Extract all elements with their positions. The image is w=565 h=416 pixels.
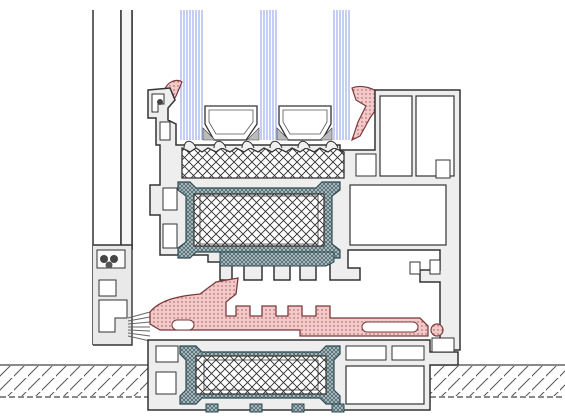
sash-thermal-break	[177, 181, 341, 267]
exterior-frame-profile	[92, 10, 133, 346]
brush-seal	[127, 311, 151, 342]
wall-hatch-right	[430, 364, 565, 398]
spacer-left	[204, 105, 258, 141]
glass-pane-outer	[180, 10, 203, 140]
glass-pane-middle	[260, 10, 277, 140]
sash-insulation-core	[181, 140, 345, 179]
spacer-right	[278, 105, 332, 141]
glass-pane-inner	[333, 10, 350, 140]
frame-center-gasket	[149, 277, 444, 337]
frame-thermal-break	[179, 345, 341, 405]
wall-hatch-left	[0, 364, 148, 398]
glazing-unit	[180, 10, 350, 141]
frame-bottom-clips	[205, 403, 345, 413]
